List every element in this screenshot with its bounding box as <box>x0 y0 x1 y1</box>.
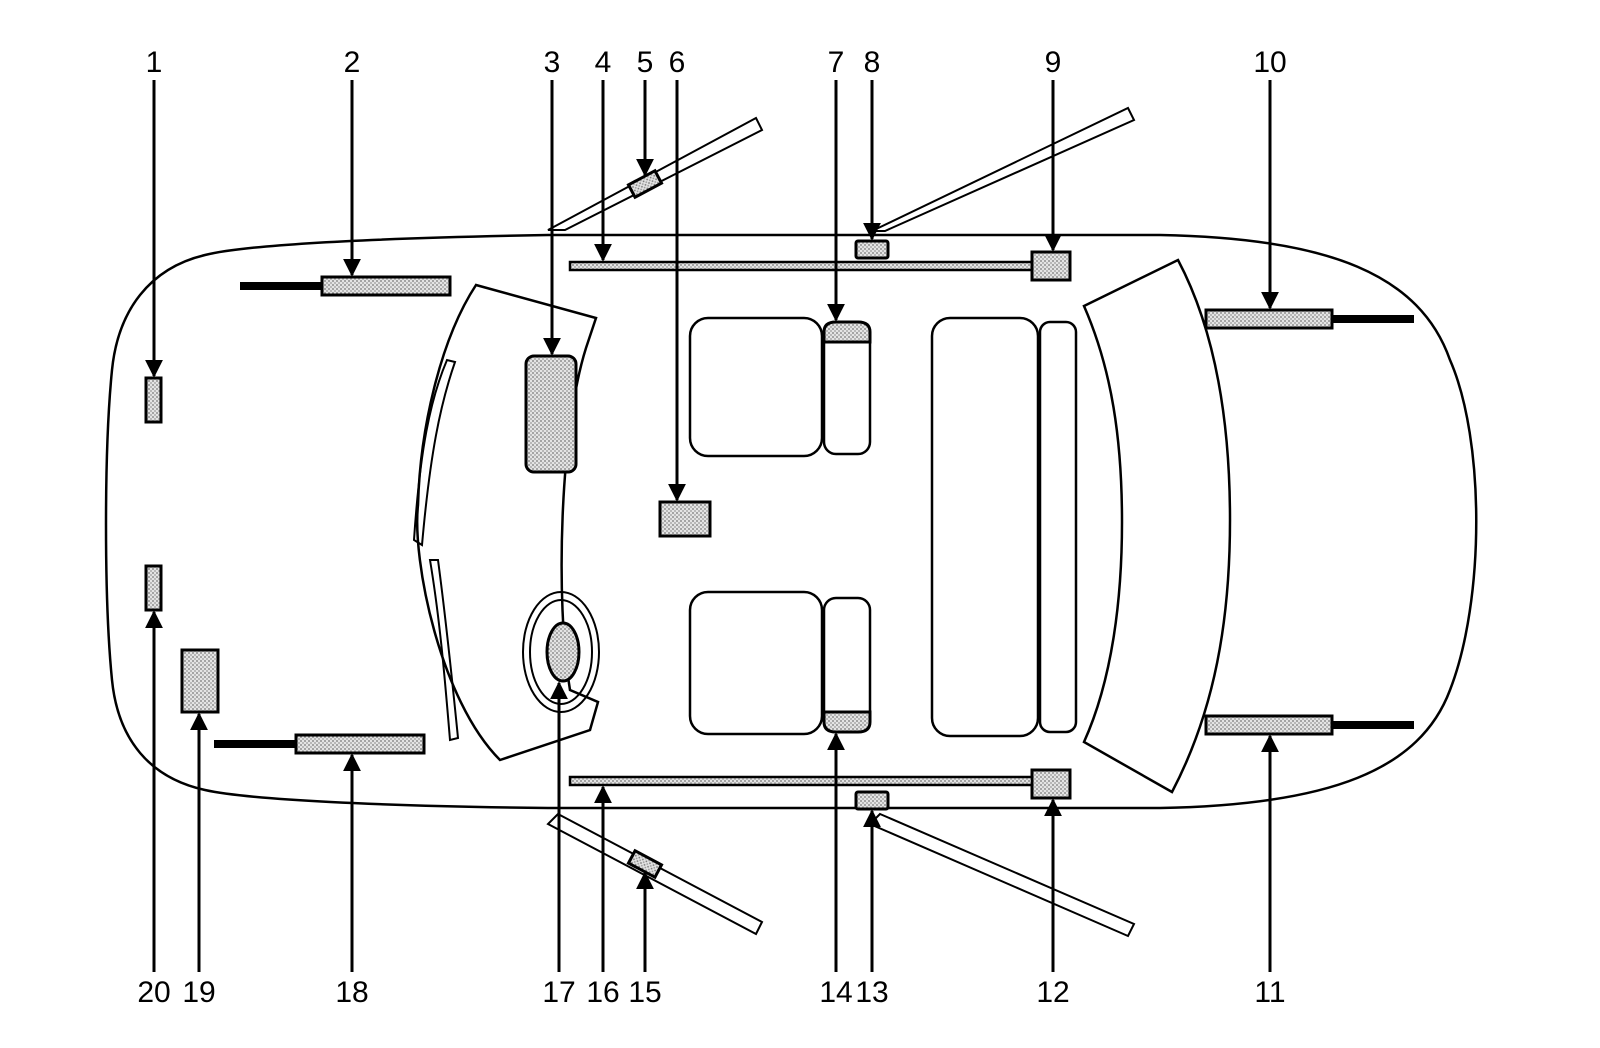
component-8 <box>854 239 890 260</box>
components <box>144 168 1414 880</box>
callout-3: 3 <box>544 46 561 79</box>
callout-15: 15 <box>628 976 661 1009</box>
callout-17: 17 <box>542 976 575 1009</box>
steering-wheel-outer <box>522 591 600 713</box>
rear-window <box>1082 258 1232 794</box>
front-right-seat-cushion <box>688 590 824 736</box>
callout-11: 11 <box>1254 976 1285 1009</box>
callout-5: 5 <box>637 46 654 79</box>
component-16 <box>568 775 1034 787</box>
front-left-door <box>547 116 764 231</box>
callout-labels-bottom: 20 19 18 17 16 15 14 13 12 11 <box>137 976 1285 1009</box>
callout-6: 6 <box>669 46 686 79</box>
callout-8: 8 <box>864 46 881 79</box>
component-15 <box>626 848 664 880</box>
wiper-upper <box>412 358 457 547</box>
body-outline <box>104 233 1478 810</box>
component-17 <box>545 621 581 683</box>
callout-19: 19 <box>182 976 215 1009</box>
rear-seat-cushion <box>930 316 1040 738</box>
callout-labels-top: 1 2 3 4 5 6 7 8 9 10 <box>146 46 1287 79</box>
callout-12: 12 <box>1036 976 1069 1009</box>
callout-20: 20 <box>137 976 170 1009</box>
leader-arrows <box>145 80 1279 972</box>
callout-4: 4 <box>595 46 612 79</box>
front-right-seat-back <box>822 596 872 732</box>
callout-16: 16 <box>586 976 619 1009</box>
callout-18: 18 <box>335 976 368 1009</box>
component-9 <box>1030 250 1072 282</box>
component-10 <box>1204 308 1334 330</box>
component-18 <box>294 733 426 755</box>
component-3 <box>524 354 578 474</box>
callout-1: 1 <box>146 46 163 79</box>
component-14 <box>822 710 872 734</box>
callout-2: 2 <box>344 46 361 79</box>
callout-9: 9 <box>1045 46 1062 79</box>
callout-7: 7 <box>828 46 845 79</box>
callout-13: 13 <box>855 976 888 1009</box>
component-6 <box>658 500 712 538</box>
callout-10: 10 <box>1253 46 1286 79</box>
component-12 <box>1030 768 1072 800</box>
component-13 <box>854 790 890 811</box>
component-19 <box>180 648 220 714</box>
component-5 <box>626 168 664 200</box>
component-1 <box>144 376 163 424</box>
front-left-seat-cushion <box>688 316 824 458</box>
windshield-cowl <box>416 283 600 762</box>
seats <box>688 316 1078 738</box>
rear-right-door <box>868 812 1136 938</box>
component-7 <box>822 320 872 344</box>
component-20 <box>144 564 163 612</box>
front-right-door <box>546 812 764 936</box>
component-11 <box>1204 714 1334 736</box>
component-2 <box>320 275 452 297</box>
doors <box>546 106 1136 938</box>
component-4 <box>568 260 1034 272</box>
dashboard <box>412 283 600 762</box>
vehicle-body <box>104 233 1478 810</box>
rear-seat-back <box>1038 320 1078 734</box>
rear-left-door <box>871 106 1136 232</box>
steering-wheel-inner <box>529 599 593 705</box>
callout-14: 14 <box>819 976 852 1009</box>
wiper-lower <box>428 559 460 742</box>
